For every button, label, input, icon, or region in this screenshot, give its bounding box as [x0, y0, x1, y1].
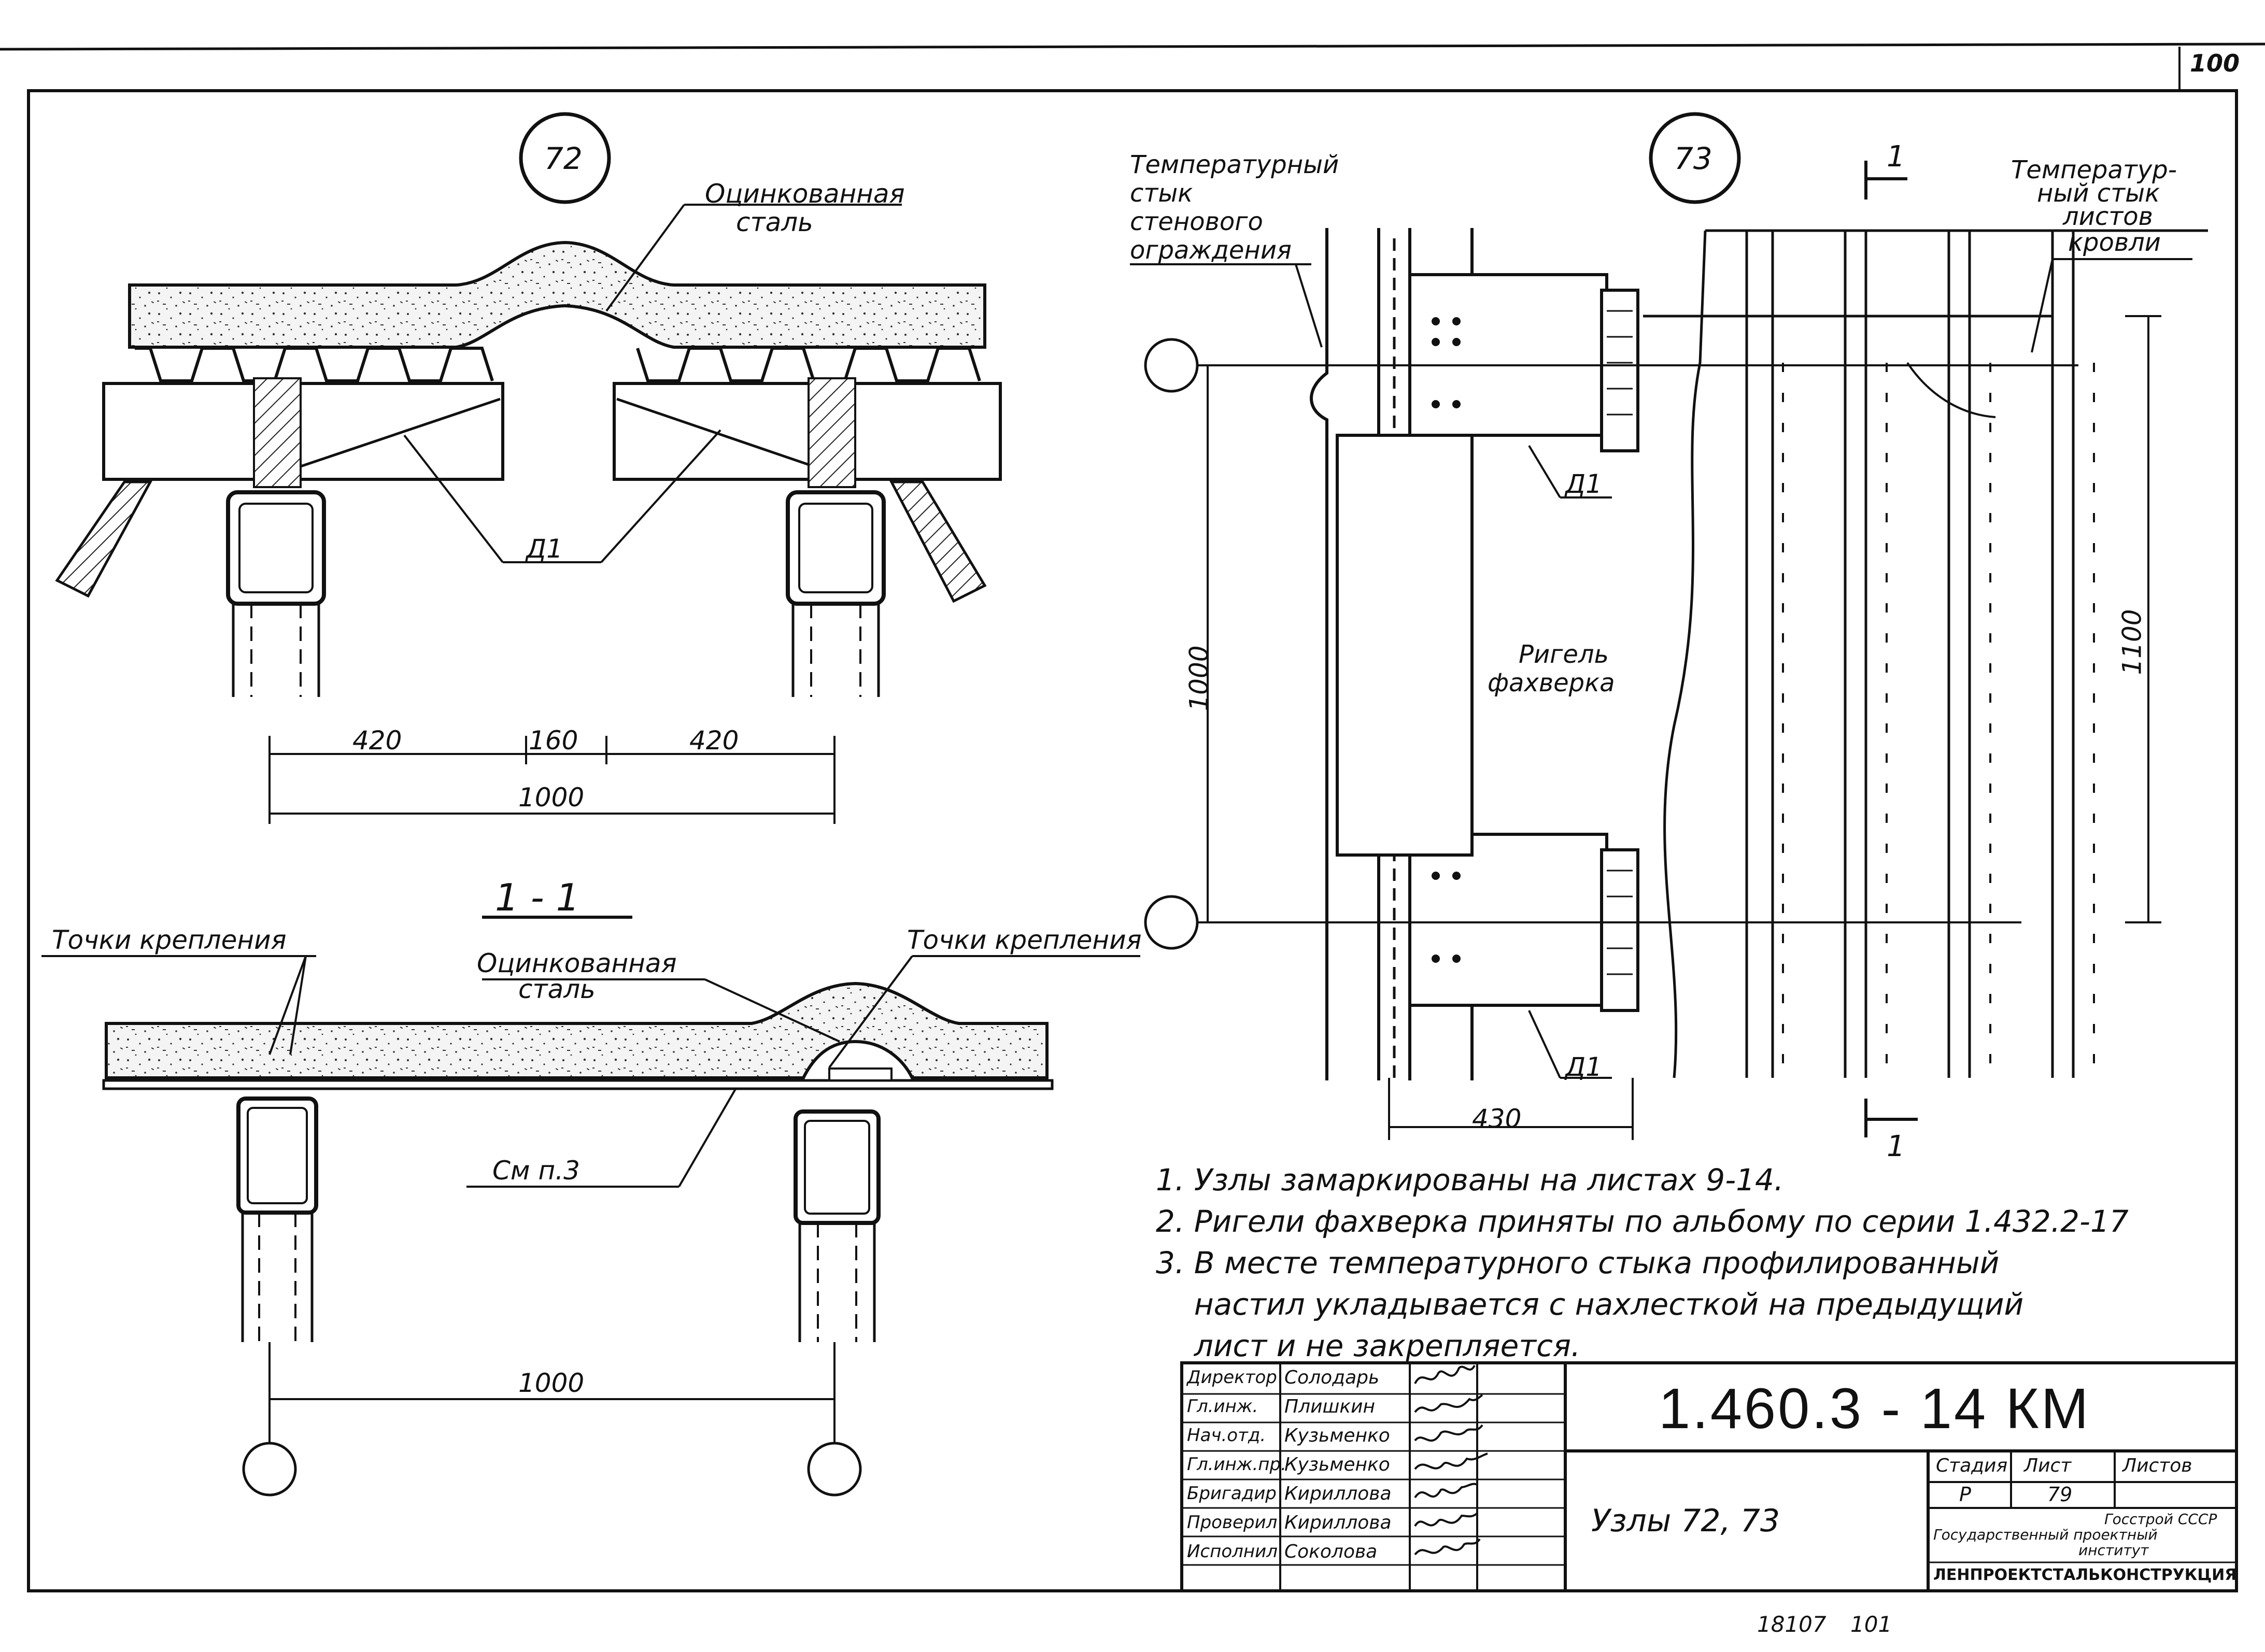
node-72-roof-slab — [128, 240, 986, 349]
node-72-dim-left: 420 — [352, 725, 402, 756]
node-73-circle — [1649, 112, 1741, 204]
org-line-2: Государственный проектный — [1933, 1526, 2158, 1543]
name-4: Кузьменко — [1284, 1454, 1390, 1475]
page-number: 100 — [2190, 49, 2240, 77]
node-72-column-right-head — [786, 490, 886, 606]
section-title: 1 - 1 — [495, 876, 580, 919]
node-72-label-galv-1: Оцинкованная — [705, 179, 905, 209]
node-73-rigel-1: Ригель — [1519, 640, 1609, 669]
axis-marker-right — [807, 1442, 862, 1497]
node-72-dim-right: 420 — [689, 725, 739, 756]
stage-header: Стадия — [1936, 1455, 2008, 1476]
node-72-profiled-deck-left — [135, 347, 494, 382]
node-72-drawing — [55, 112, 1002, 824]
section-1-1-drawing — [41, 916, 1140, 1497]
node-72-column-left-head — [226, 490, 326, 606]
node-73-dim-bottom: 430 — [1472, 1104, 1522, 1134]
node-73-d1-bottom: Д1 — [1565, 1052, 1602, 1082]
name-5: Кириллова — [1284, 1483, 1392, 1504]
role-6: Проверил — [1187, 1512, 1278, 1533]
sheet-header: Лист — [2024, 1455, 2072, 1476]
note-2: 2. Ригели фахверка приняты по альбому по… — [1156, 1204, 2129, 1239]
name-3: Кузьменко — [1284, 1425, 1390, 1446]
name-7: Соколова — [1284, 1541, 1378, 1562]
node-72-dim-mid: 160 — [529, 725, 578, 756]
section-dim-total: 1000 — [518, 1368, 585, 1398]
sheet-title: Узлы 72, 73 — [1591, 1503, 1780, 1539]
role-1: Директор — [1187, 1367, 1277, 1388]
node-73-dim-vertical-left: 1000 — [1184, 645, 1214, 711]
node-73-roof-sheet-edge — [1663, 230, 1707, 1078]
title-block-grid — [1180, 1361, 2238, 1592]
role-7: Исполнил — [1187, 1541, 1278, 1562]
section-fix-points-right: Точки крепления — [907, 925, 1142, 955]
role-2: Гл.инж. — [1187, 1396, 1258, 1417]
role-3: Нач.отд. — [1187, 1425, 1266, 1446]
node-73-right-label-4: кровли — [2068, 228, 2161, 257]
note-4: настил укладывается с нахлесткой на пред… — [1156, 1287, 2024, 1322]
drawing-code: 1.460.3 - 14 КМ — [1659, 1377, 2091, 1441]
node-73-left-label-3: стенового — [1130, 207, 1263, 236]
org-line-1: Госстрой СССР — [2104, 1511, 2217, 1528]
node-73-left-label-4: ограждения — [1130, 236, 1292, 265]
node-72-circle — [519, 112, 611, 204]
signatures — [1414, 1364, 1488, 1556]
org-line-3: институт — [2078, 1542, 2149, 1559]
node-72-number: 72 — [544, 141, 583, 176]
sheet-frame — [0, 42, 2265, 1592]
node-73-section-mark-bottom: 1 — [1887, 1130, 1905, 1163]
note-1: 1. Узлы замаркированы на листах 9-14. — [1156, 1162, 1784, 1198]
note-3: 3. В месте температурного стыка профилир… — [1156, 1245, 2000, 1280]
node-73-rigel-2: фахверка — [1488, 668, 1615, 697]
section-label-galv-2: сталь — [518, 974, 596, 1004]
axis-marker-left — [242, 1442, 297, 1497]
node-72-beam-left — [102, 382, 504, 481]
section-fix-points-left: Точки крепления — [52, 925, 287, 955]
axis-marker-lower — [1144, 895, 1199, 950]
node-73-left-label-2: стык — [1130, 179, 1193, 208]
bottom-right-mark: 101 — [1850, 1612, 1892, 1637]
node-73-left-label-1: Температурный — [1130, 150, 1339, 179]
section-roof-slab — [105, 981, 1049, 1079]
note-5: лист и не закрепляется. — [1156, 1328, 1581, 1363]
node-73-right-label-1: Температур- — [2011, 155, 2177, 184]
sheet-value: 79 — [2047, 1483, 2073, 1506]
node-72-label-galv-2: сталь — [736, 207, 813, 237]
node-72-dim-total: 1000 — [518, 782, 585, 813]
node-73-drawing — [1130, 112, 2208, 1140]
name-2: Плишкин — [1284, 1396, 1376, 1417]
node-73-right-label-3: листов — [2063, 202, 2153, 231]
section-column-left-head — [236, 1096, 318, 1215]
org-line-4: ЛЕНПРОЕКТСТАЛЬКОНСТРУКЦИЯ — [1933, 1566, 2237, 1584]
node-73-dim-vertical-right: 1100 — [2117, 609, 2147, 675]
bottom-left-mark: 18107 — [1757, 1612, 1827, 1637]
role-4: Гл.инж.пр. — [1187, 1454, 1286, 1475]
node-73-right-label-2: ный стык — [2037, 179, 2160, 208]
node-72-label-d1: Д1 — [526, 534, 563, 564]
sheets-header: Листов — [2122, 1455, 2192, 1476]
node-73-d1-top: Д1 — [1565, 469, 1602, 499]
name-6: Кириллова — [1284, 1512, 1392, 1533]
node-73-section-mark-top: 1 — [1887, 140, 1905, 174]
section-column-right-head — [794, 1109, 881, 1225]
stage-value: Р — [1959, 1483, 1971, 1506]
section-label-galv-1: Оцинкованная — [477, 948, 677, 978]
section-see-note: См п.3 — [492, 1156, 580, 1186]
axis-marker-upper — [1144, 338, 1199, 393]
node-73-number: 73 — [1674, 141, 1712, 176]
role-5: Бригадир — [1187, 1483, 1277, 1504]
node-72-profiled-deck-right — [636, 347, 981, 382]
name-1: Солодарь — [1284, 1367, 1380, 1388]
